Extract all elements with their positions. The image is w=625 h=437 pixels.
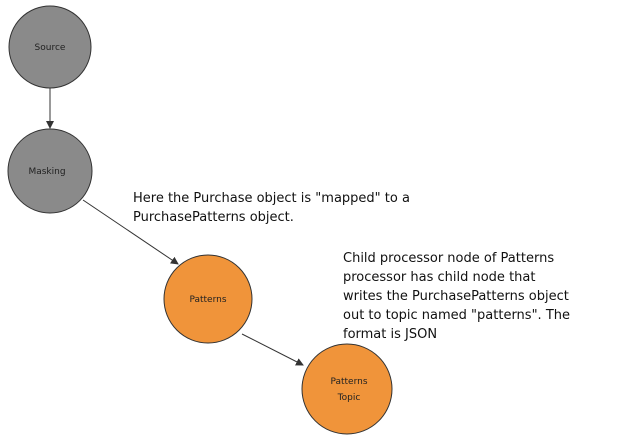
patterns-node-label: Patterns bbox=[189, 295, 226, 305]
child-annotation-line5: format is JSON bbox=[343, 327, 437, 342]
patterns-topic-label-line1: Patterns bbox=[330, 377, 367, 387]
edge-masking-to-patterns bbox=[82, 199, 179, 265]
mapping-annotation-line1: Here the Purchase object is "mapped" to … bbox=[133, 191, 410, 206]
mapping-annotation: Here the Purchase object is "mapped" to … bbox=[133, 191, 410, 225]
patterns-topic-label-line2: Topic bbox=[337, 393, 361, 403]
source-node-label: Source bbox=[35, 43, 66, 53]
source-node: Source bbox=[8, 5, 92, 89]
masking-node-label: Masking bbox=[28, 167, 65, 177]
child-annotation-line1: Child processor node of Patterns bbox=[343, 251, 554, 266]
child-annotation-line2: processor has child node that bbox=[343, 270, 535, 285]
child-processor-annotation: Child processor node of Patterns process… bbox=[343, 251, 570, 342]
patterns-node: Patterns bbox=[163, 254, 253, 344]
edge-patterns-to-topic bbox=[241, 333, 304, 366]
mapping-annotation-line2: PurchasePatterns object. bbox=[133, 210, 294, 225]
child-annotation-line3: writes the PurchasePatterns object bbox=[343, 289, 569, 304]
patterns-topic-node: Patterns Topic bbox=[301, 343, 393, 435]
masking-node: Masking bbox=[7, 128, 93, 214]
child-annotation-line4: out to topic named "patterns". The bbox=[343, 308, 570, 323]
